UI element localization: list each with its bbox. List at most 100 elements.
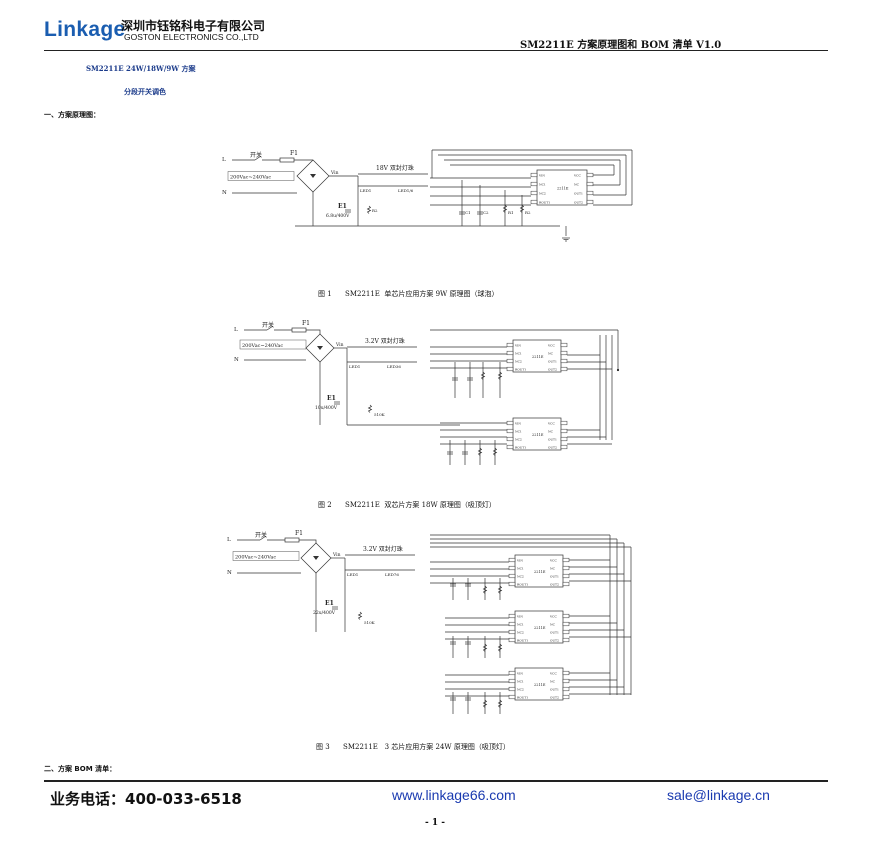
vin-label: Vin <box>330 170 339 176</box>
ic-pin <box>586 190 594 196</box>
ic-pin <box>562 637 570 643</box>
ic-pin-label: ROUT1 <box>517 638 528 642</box>
ic-pin-label: VCC <box>549 558 557 562</box>
company-logo: Linkage <box>44 18 126 41</box>
ic-pin <box>562 678 570 684</box>
ic-pin <box>506 436 514 442</box>
ic-pin-label: VIN <box>516 614 523 618</box>
ic-pin-label: VCC <box>549 671 557 675</box>
ic-pin <box>506 444 514 450</box>
ic-pin-label: NC1 <box>515 429 522 433</box>
led-label: LED1 <box>360 188 371 193</box>
resistor <box>480 371 486 380</box>
ic-pin-label: OUT2 <box>548 445 557 449</box>
ic-pin <box>508 565 516 571</box>
led-label: LED1/6 <box>398 188 414 193</box>
neutral-terminal-label: N <box>227 570 232 576</box>
ic-pin-label: VCC <box>549 614 557 618</box>
ic-pin-label: OUT1 <box>548 359 557 363</box>
ic-pin <box>562 670 570 676</box>
ic-pin <box>506 366 514 372</box>
ic-pin-label: NC <box>550 622 556 626</box>
ic-pin <box>562 629 570 635</box>
ic-pin-label: VIN <box>516 558 523 562</box>
resistor <box>367 404 373 413</box>
ic-pin <box>508 573 516 579</box>
resistor <box>497 585 503 594</box>
ic-pin <box>560 358 568 364</box>
ic-chip <box>514 554 564 588</box>
ic-pin <box>562 686 570 692</box>
ic-pin <box>508 557 516 563</box>
document-title: SM2211E 方案原理图和 BOM 清单 V1.0 <box>520 40 722 51</box>
ic-pin <box>508 629 516 635</box>
live-terminal-label: L <box>227 537 231 543</box>
resistor <box>477 447 483 456</box>
fuse-label: F1 <box>290 150 298 157</box>
resistor <box>482 699 488 708</box>
ic-pin <box>506 342 514 348</box>
resistor-label: R2 <box>372 208 378 213</box>
led-label: LED36 <box>387 364 401 369</box>
ic-pin-label: NC1 <box>539 182 546 186</box>
ic-pin-label: NC2 <box>515 359 522 363</box>
ic-pin <box>506 428 514 434</box>
ic-pin-label: VIN <box>514 421 521 425</box>
footer-website-link[interactable]: www.linkage66.com <box>392 787 516 803</box>
input-voltage-box <box>239 339 307 350</box>
ic-pin-label: OUT2 <box>548 367 557 371</box>
neutral-terminal-label: N <box>222 190 227 196</box>
ic-pin-label: OUT2 <box>574 200 583 204</box>
ic-pin <box>560 444 568 450</box>
ic-chip <box>514 667 564 701</box>
ic-pin <box>586 181 594 187</box>
input-voltage-label: 200Vac~240Vac <box>230 175 271 181</box>
ic-chip-name: 2211E <box>534 570 546 574</box>
ic-pin-label: VCC <box>573 173 581 177</box>
ic-pin <box>560 342 568 348</box>
vin-label: Vin <box>335 342 344 348</box>
ic-pin <box>562 557 570 563</box>
switch-icon <box>254 155 262 161</box>
section-1-heading: 一、方案原理图： <box>44 111 100 119</box>
fuse-label: F1 <box>302 320 310 327</box>
resistor <box>502 204 508 213</box>
switch-icon <box>266 325 274 331</box>
resistor <box>357 611 363 620</box>
ic-pin <box>562 613 570 619</box>
ic-pin <box>562 621 570 627</box>
ic-pin <box>530 181 538 187</box>
ic-chip-name: 2211E <box>557 187 569 191</box>
input-voltage-box <box>232 551 300 561</box>
component-label: R1 <box>508 210 514 215</box>
resistor <box>482 643 488 652</box>
switch-label: 开关 <box>262 321 274 329</box>
ic-pin-label: NC1 <box>517 679 524 683</box>
page-number: - 1 - <box>425 818 445 828</box>
ic-pin <box>508 581 516 587</box>
ic-chip-name: 2211E <box>532 433 544 437</box>
resistor-value-label: 510K <box>364 620 376 625</box>
switch-icon <box>259 535 267 541</box>
ic-pin-label: ROUT1 <box>515 445 526 449</box>
ic-pin-label: OUT1 <box>548 437 557 441</box>
ic-pin <box>562 565 570 571</box>
ic-pin-label: OUT2 <box>550 695 559 699</box>
ic-chip <box>514 610 564 644</box>
fuse-icon <box>279 157 295 163</box>
ic-pin-label: NC2 <box>517 630 524 634</box>
footer-rule <box>44 780 828 782</box>
ic-pin-label: OUT2 <box>550 582 559 586</box>
ic-pin-label: NC2 <box>517 574 524 578</box>
wire <box>306 329 321 334</box>
footer-email-link[interactable]: sale@linkage.cn <box>667 787 770 803</box>
switch-label: 开关 <box>250 151 262 159</box>
led-string-label: 3.2V 双封灯珠 <box>365 337 405 345</box>
ic-pin-label: NC2 <box>517 687 524 691</box>
ic-pin-label: VIN <box>514 343 521 347</box>
resistor-value-label: 510K <box>374 412 386 417</box>
ic-chip <box>512 339 562 373</box>
ic-pin <box>562 581 570 587</box>
ic-pin-label: ROUT1 <box>517 582 528 586</box>
